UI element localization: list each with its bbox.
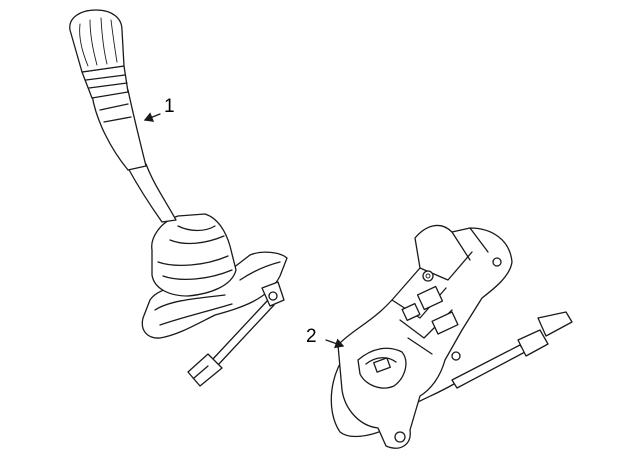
callout-2: 2: [306, 326, 345, 349]
part-2-switch-housing: [330, 224, 573, 449]
callout-label-1: 1: [164, 96, 175, 117]
callout-label-2: 2: [306, 326, 317, 347]
callout-arrow-1: [143, 112, 161, 122]
callout-arrow-2: [325, 338, 345, 349]
part-1-shift-lever: [69, 9, 288, 387]
callout-1: 1: [143, 96, 175, 122]
